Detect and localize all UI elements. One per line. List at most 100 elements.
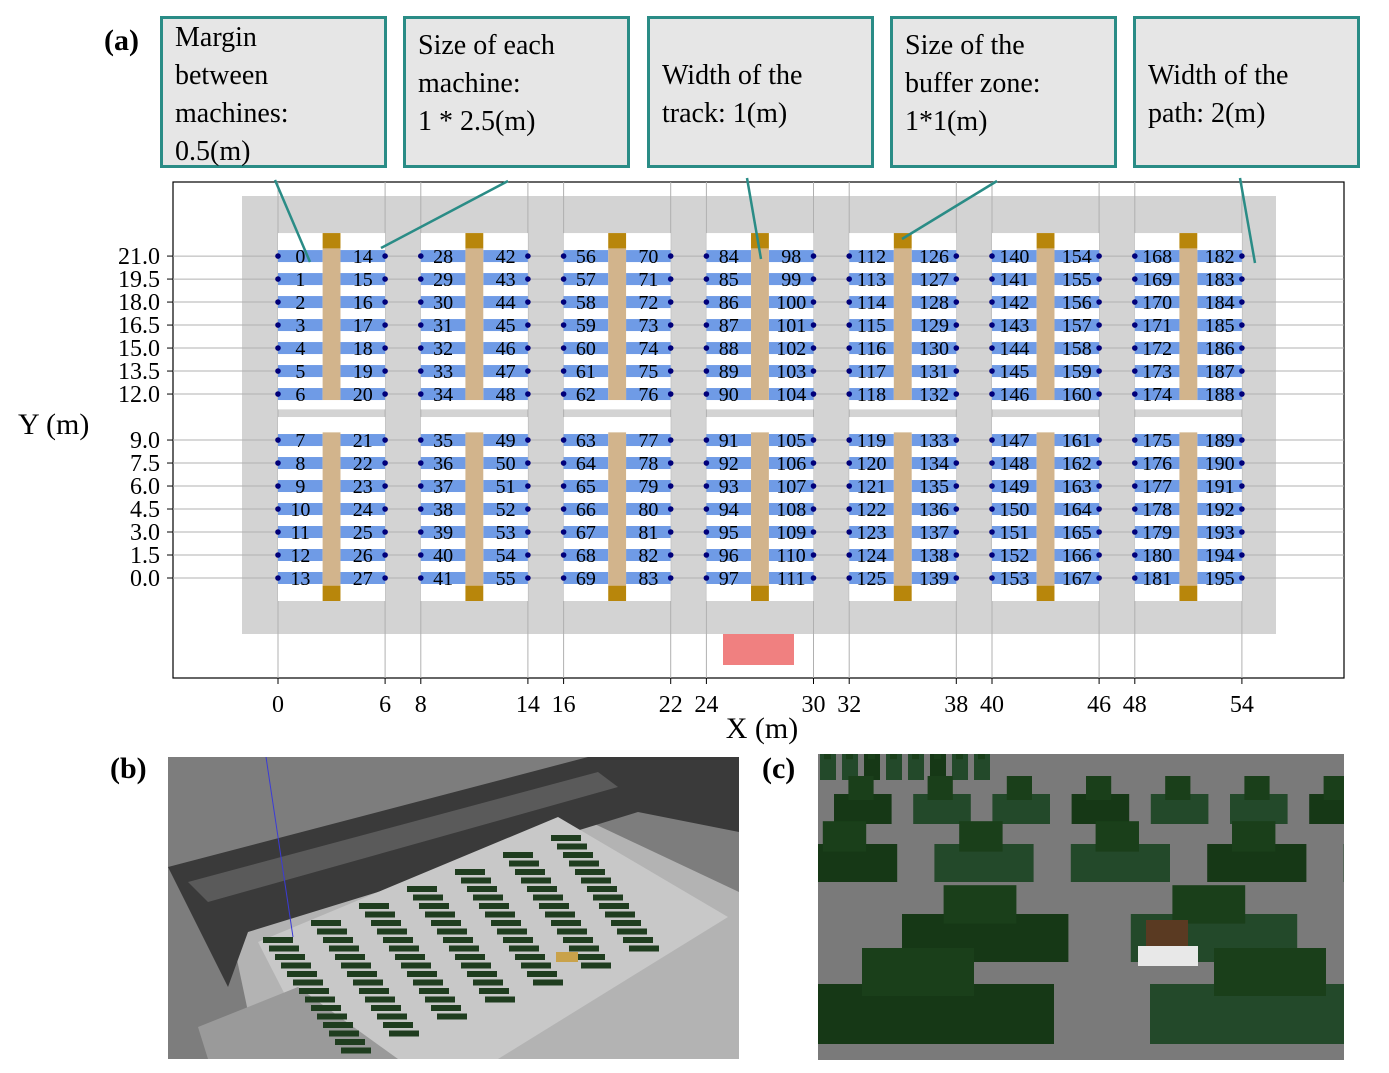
machine-12 — [278, 549, 323, 562]
machine-162 — [1054, 457, 1100, 470]
y-tick-label: 3.0 — [130, 520, 160, 546]
overview-machine — [281, 962, 311, 969]
machine-dock-point — [382, 529, 388, 535]
machine-dock-point — [382, 345, 388, 351]
machine-dock-point — [810, 276, 817, 282]
machine-dock-point — [667, 276, 674, 282]
track-lower — [893, 432, 912, 586]
machine-label-133: 133 — [919, 430, 949, 452]
machine-label-9: 9 — [295, 476, 305, 498]
machine-dock-point — [810, 391, 817, 397]
machine-dock-point — [1096, 276, 1102, 282]
machine-dock-point — [1239, 529, 1245, 535]
machine-65 — [563, 480, 609, 493]
machine-label-61: 61 — [576, 361, 596, 383]
machine-dock-point — [560, 529, 567, 535]
machine-49 — [483, 434, 528, 447]
machine-37 — [420, 480, 466, 493]
machine-label-107: 107 — [776, 476, 806, 498]
machine-3 — [278, 319, 323, 332]
machine-dock-point — [275, 460, 281, 466]
machine-dock-point — [703, 483, 710, 489]
overview-machine — [563, 937, 593, 943]
machine-label-35: 35 — [433, 430, 453, 452]
overview-machine — [503, 937, 533, 943]
machine-77 — [626, 434, 671, 447]
machine-161 — [1054, 434, 1100, 447]
machine-dock-point — [953, 299, 960, 305]
machine-label-31: 31 — [433, 315, 453, 337]
machine-dock-point — [1132, 276, 1138, 282]
machine-dock-point — [846, 368, 852, 374]
machine-label-70: 70 — [638, 246, 658, 268]
machine-label-169: 169 — [1142, 269, 1172, 291]
machine-dock-point — [1132, 322, 1138, 328]
machine-dock-point — [846, 483, 852, 489]
machine-dock-point — [989, 322, 995, 328]
machine-122 — [849, 503, 894, 516]
machine-label-85: 85 — [719, 269, 739, 291]
machine-dock-point — [810, 483, 817, 489]
machine-dock-point — [525, 552, 531, 558]
track-lower — [608, 432, 627, 586]
overview-machine — [419, 988, 449, 994]
closeup-machine — [908, 754, 924, 780]
machine-156 — [1054, 296, 1100, 309]
machine-116 — [849, 342, 894, 355]
machine-dock-point — [418, 437, 424, 443]
overview-machine — [509, 860, 539, 867]
machine-82 — [626, 549, 671, 562]
machine-34 — [420, 388, 466, 401]
y-tick-label: 0.0 — [130, 566, 160, 592]
machine-label-146: 146 — [999, 384, 1029, 406]
machine-dock-point — [810, 575, 817, 581]
machine-label-153: 153 — [999, 568, 1029, 590]
machine-64 — [563, 457, 609, 470]
machine-dock-point — [810, 529, 817, 535]
machine-11 — [278, 526, 323, 539]
machine-label-164: 164 — [1062, 499, 1092, 521]
roof-ribs — [188, 772, 618, 902]
machine-14 — [340, 250, 386, 263]
closeup-machine-cabinet — [862, 948, 974, 996]
machine-dock-point — [810, 437, 817, 443]
x-tick-label: 32 — [837, 692, 861, 718]
overview-machine — [479, 988, 509, 994]
machine-label-167: 167 — [1062, 568, 1092, 590]
machine-186 — [1197, 342, 1242, 355]
machine-32 — [420, 342, 466, 355]
machine-94 — [706, 503, 752, 516]
machine-dock-point — [1239, 299, 1245, 305]
closeup-machine-cabinet — [927, 776, 953, 800]
overview-machine — [395, 954, 425, 960]
closeup-machine — [974, 754, 990, 780]
machine-dock-point — [418, 575, 424, 581]
machine-87 — [706, 319, 752, 332]
machine-label-170: 170 — [1142, 292, 1172, 314]
track-upper — [465, 248, 484, 401]
buffer-zone-bottom — [1179, 585, 1198, 601]
closeup-machine — [930, 754, 946, 780]
machine-label-138: 138 — [919, 545, 949, 567]
overview-machine — [389, 1030, 419, 1037]
machine-dock-point — [418, 483, 424, 489]
closeup-machine-cabinet — [943, 885, 1017, 924]
machine-dock-point — [418, 322, 424, 328]
machine-dock-point — [1096, 529, 1102, 535]
machine-71 — [626, 273, 671, 286]
machine-label-145: 145 — [999, 361, 1029, 383]
machine-dock-point — [989, 483, 995, 489]
overview-machine — [545, 911, 575, 918]
y-tick-label: 4.5 — [130, 497, 160, 523]
machine-label-185: 185 — [1205, 315, 1235, 337]
machine-label-136: 136 — [919, 499, 949, 521]
closeup-machine-cabinet — [1244, 776, 1270, 800]
machine-147 — [992, 434, 1037, 447]
machine-85 — [706, 273, 752, 286]
machine-151 — [992, 526, 1037, 539]
machine-174 — [1134, 388, 1180, 401]
machine-label-29: 29 — [433, 269, 453, 291]
machine-67 — [563, 526, 609, 539]
closeup-machine-cabinet — [1323, 776, 1344, 800]
machine-97 — [706, 572, 752, 584]
